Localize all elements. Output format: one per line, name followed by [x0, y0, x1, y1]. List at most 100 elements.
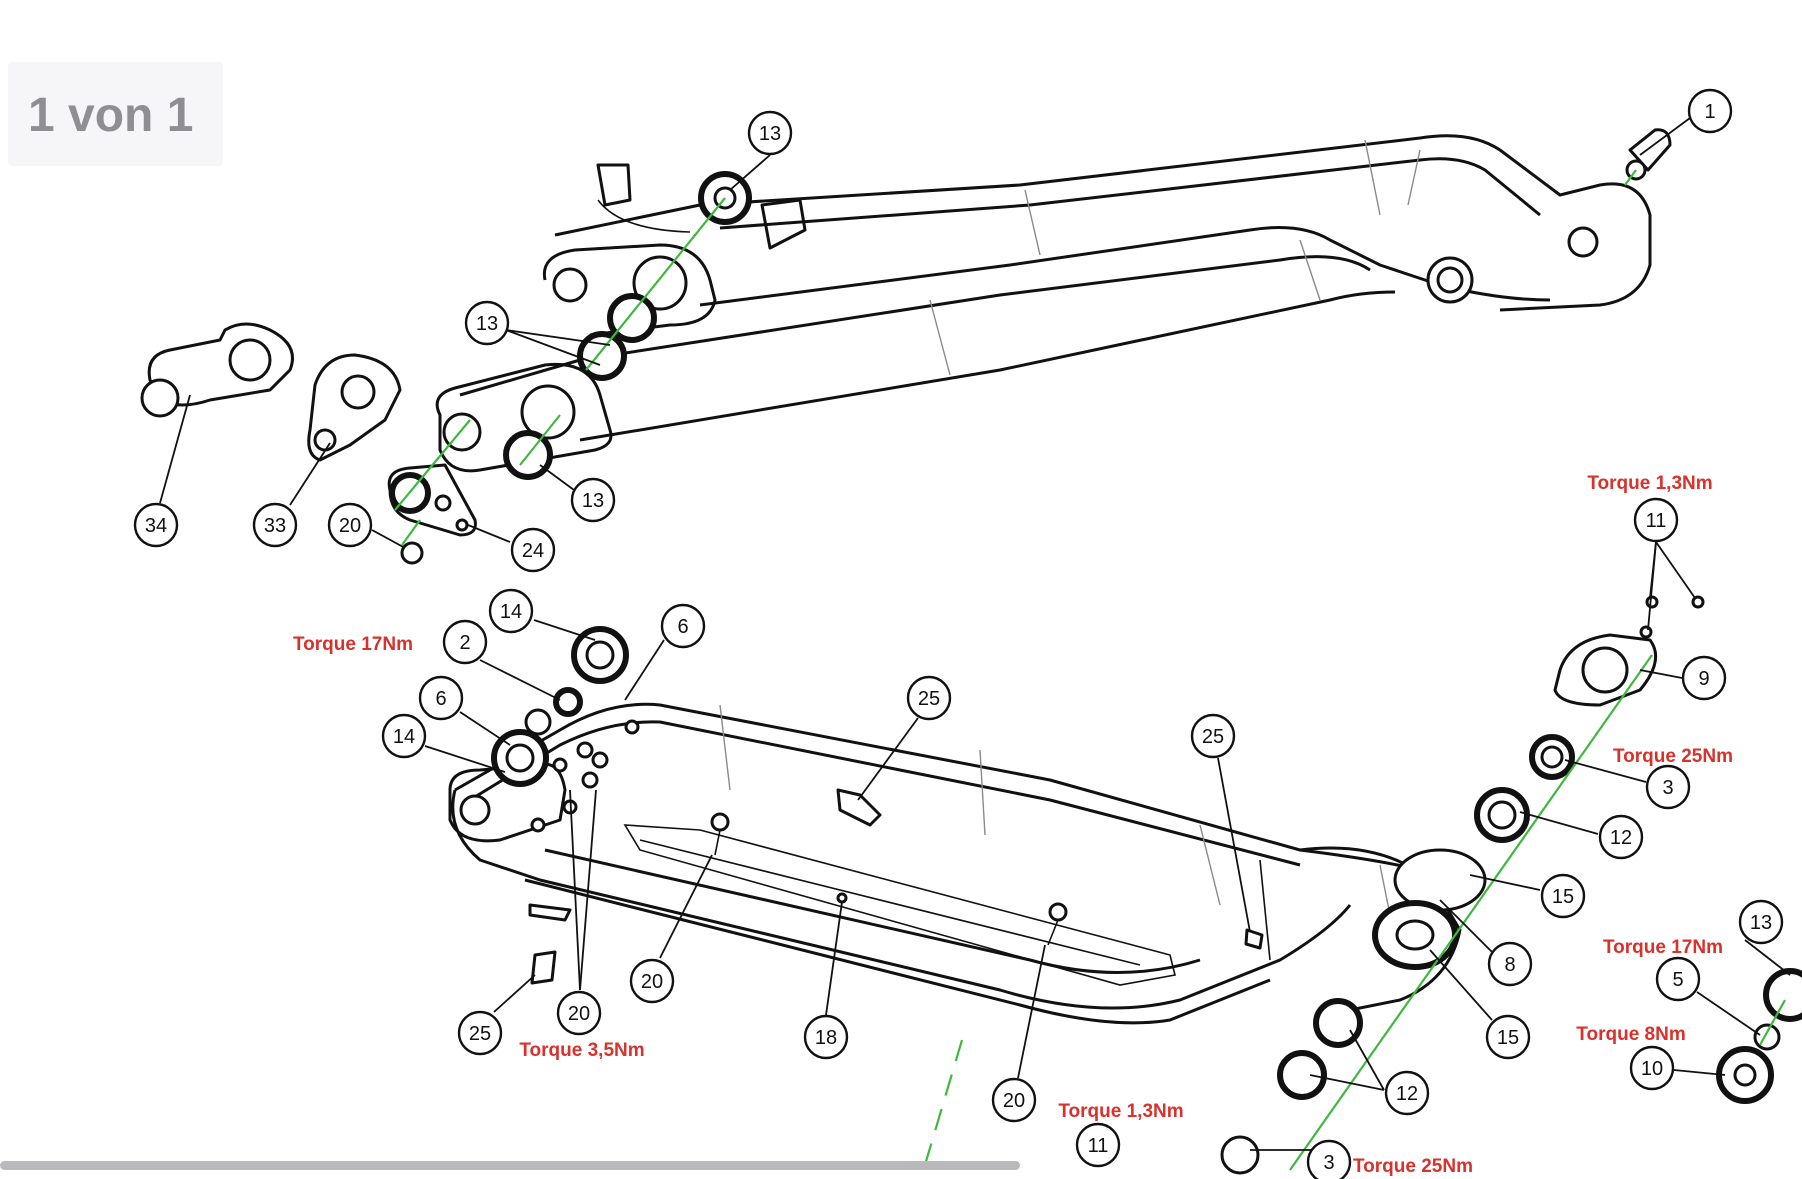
callout-circle — [1306, 1139, 1352, 1179]
callout-c-20-a: 20 — [327, 502, 373, 548]
callout-number: 3 — [1662, 777, 1673, 799]
callout-c-1: 1 — [1687, 88, 1733, 134]
callout-c-13-b: 13 — [464, 300, 510, 346]
callout-number: 18 — [815, 1027, 837, 1049]
callout-c-13-d: 13 — [1738, 899, 1784, 945]
torque-label-t-11-a: Torque 1,3Nm — [1587, 473, 1712, 494]
callout-number: 20 — [641, 971, 663, 993]
callout-circle — [1687, 88, 1733, 134]
callout-number: 2 — [459, 632, 470, 654]
callout-circle — [252, 502, 298, 548]
callout-number: 10 — [1641, 1058, 1663, 1080]
callout-circle — [1540, 873, 1586, 919]
callout-c-18: 18 — [803, 1014, 849, 1060]
callout-c-25-a: 25 — [906, 675, 952, 721]
callout-number: 9 — [1698, 668, 1709, 690]
callout-c-14-b: 14 — [381, 713, 427, 759]
callout-c-33: 33 — [252, 502, 298, 548]
torque-label-t-3-b: Torque 25Nm — [1353, 1156, 1473, 1177]
callout-c-3-b: 3 — [1306, 1139, 1352, 1179]
callout-c-12-b: 12 — [1384, 1070, 1430, 1116]
callout-circle — [570, 477, 616, 523]
callout-circle — [1485, 1014, 1531, 1060]
callout-circle — [1487, 941, 1533, 987]
callout-number: 33 — [264, 515, 286, 537]
callout-number: 13 — [582, 490, 604, 512]
callout-number: 12 — [1610, 827, 1632, 849]
torque-label-t-3-a: Torque 25Nm — [1613, 746, 1733, 767]
horizontal-scrollbar[interactable] — [0, 1161, 1020, 1170]
lower-main-frame — [448, 595, 1802, 1176]
callout-c-20-d: 20 — [991, 1077, 1037, 1123]
callout-number: 13 — [476, 313, 498, 335]
callout-circle — [660, 603, 706, 649]
callout-circle — [991, 1077, 1037, 1123]
callout-c-20-c: 20 — [556, 990, 602, 1036]
callout-circle — [1633, 497, 1679, 543]
callout-number: 20 — [1003, 1090, 1025, 1112]
callout-circle — [327, 502, 373, 548]
callout-circle — [510, 527, 556, 573]
callout-c-5: 5 — [1655, 956, 1701, 1002]
callout-circle — [1738, 899, 1784, 945]
callout-number: 14 — [500, 601, 522, 623]
callout-number: 13 — [759, 123, 781, 145]
callout-circle — [464, 300, 510, 346]
callout-number: 11 — [1088, 1135, 1109, 1157]
callout-number: 13 — [1750, 912, 1772, 934]
callout-circle — [1655, 956, 1701, 1002]
callout-circle — [1629, 1045, 1675, 1091]
callout-circle — [1598, 814, 1644, 860]
callout-number: 25 — [469, 1023, 491, 1045]
torque-label-t-10: Torque 8Nm — [1576, 1024, 1685, 1045]
callout-circle — [906, 675, 952, 721]
callout-number: 5 — [1672, 969, 1683, 991]
callout-c-12-a: 12 — [1598, 814, 1644, 860]
callout-c-8: 8 — [1487, 941, 1533, 987]
callout-number: 15 — [1552, 886, 1574, 908]
callout-number: 11 — [1646, 510, 1667, 532]
callout-number: 14 — [393, 726, 415, 748]
callout-c-34: 34 — [133, 502, 179, 548]
callout-circle — [1190, 713, 1236, 759]
callout-circle — [442, 619, 488, 665]
page-indicator-text: 1 von 1 — [28, 89, 194, 142]
torque-label-t-11-b: Torque 1,3Nm — [1058, 1101, 1183, 1122]
callout-circle — [418, 675, 464, 721]
callout-c-15-a: 15 — [1540, 873, 1586, 919]
callout-number: 12 — [1396, 1083, 1418, 1105]
callout-c-15-b: 15 — [1485, 1014, 1531, 1060]
callout-c-2: 2 — [442, 619, 488, 665]
callout-c-6-a: 6 — [660, 603, 706, 649]
callout-circle — [556, 990, 602, 1036]
callout-c-25-c: 25 — [457, 1010, 503, 1056]
callout-c-10: 10 — [1629, 1045, 1675, 1091]
callout-c-24: 24 — [510, 527, 556, 573]
callout-circle — [1075, 1122, 1121, 1168]
callout-c-3-a: 3 — [1645, 764, 1691, 810]
callout-number: 3 — [1323, 1152, 1334, 1174]
callout-circle — [1645, 764, 1691, 810]
callout-c-25-b: 25 — [1190, 713, 1236, 759]
torque-label-t-14-a: Torque 17Nm — [293, 634, 413, 655]
callout-c-13-a: 13 — [747, 110, 793, 156]
page-indicator: 1 von 1 — [8, 62, 223, 166]
callout-number: 25 — [918, 688, 940, 710]
callout-number: 1 — [1704, 101, 1715, 123]
torque-label-t-20-c: Torque 3,5Nm — [519, 1040, 644, 1061]
callout-circle — [1384, 1070, 1430, 1116]
callout-c-11-b: 11 — [1075, 1122, 1121, 1168]
callout-number: 15 — [1497, 1027, 1519, 1049]
callout-circle — [747, 110, 793, 156]
callout-number: 34 — [145, 515, 167, 537]
callout-circle — [488, 588, 534, 634]
callout-c-11-a: 11 — [1633, 497, 1679, 543]
callout-number: 20 — [339, 515, 361, 537]
callout-number: 24 — [522, 540, 544, 562]
callout-c-14-a: 14 — [488, 588, 534, 634]
callout-number: 6 — [435, 688, 446, 710]
callout-circle — [133, 502, 179, 548]
